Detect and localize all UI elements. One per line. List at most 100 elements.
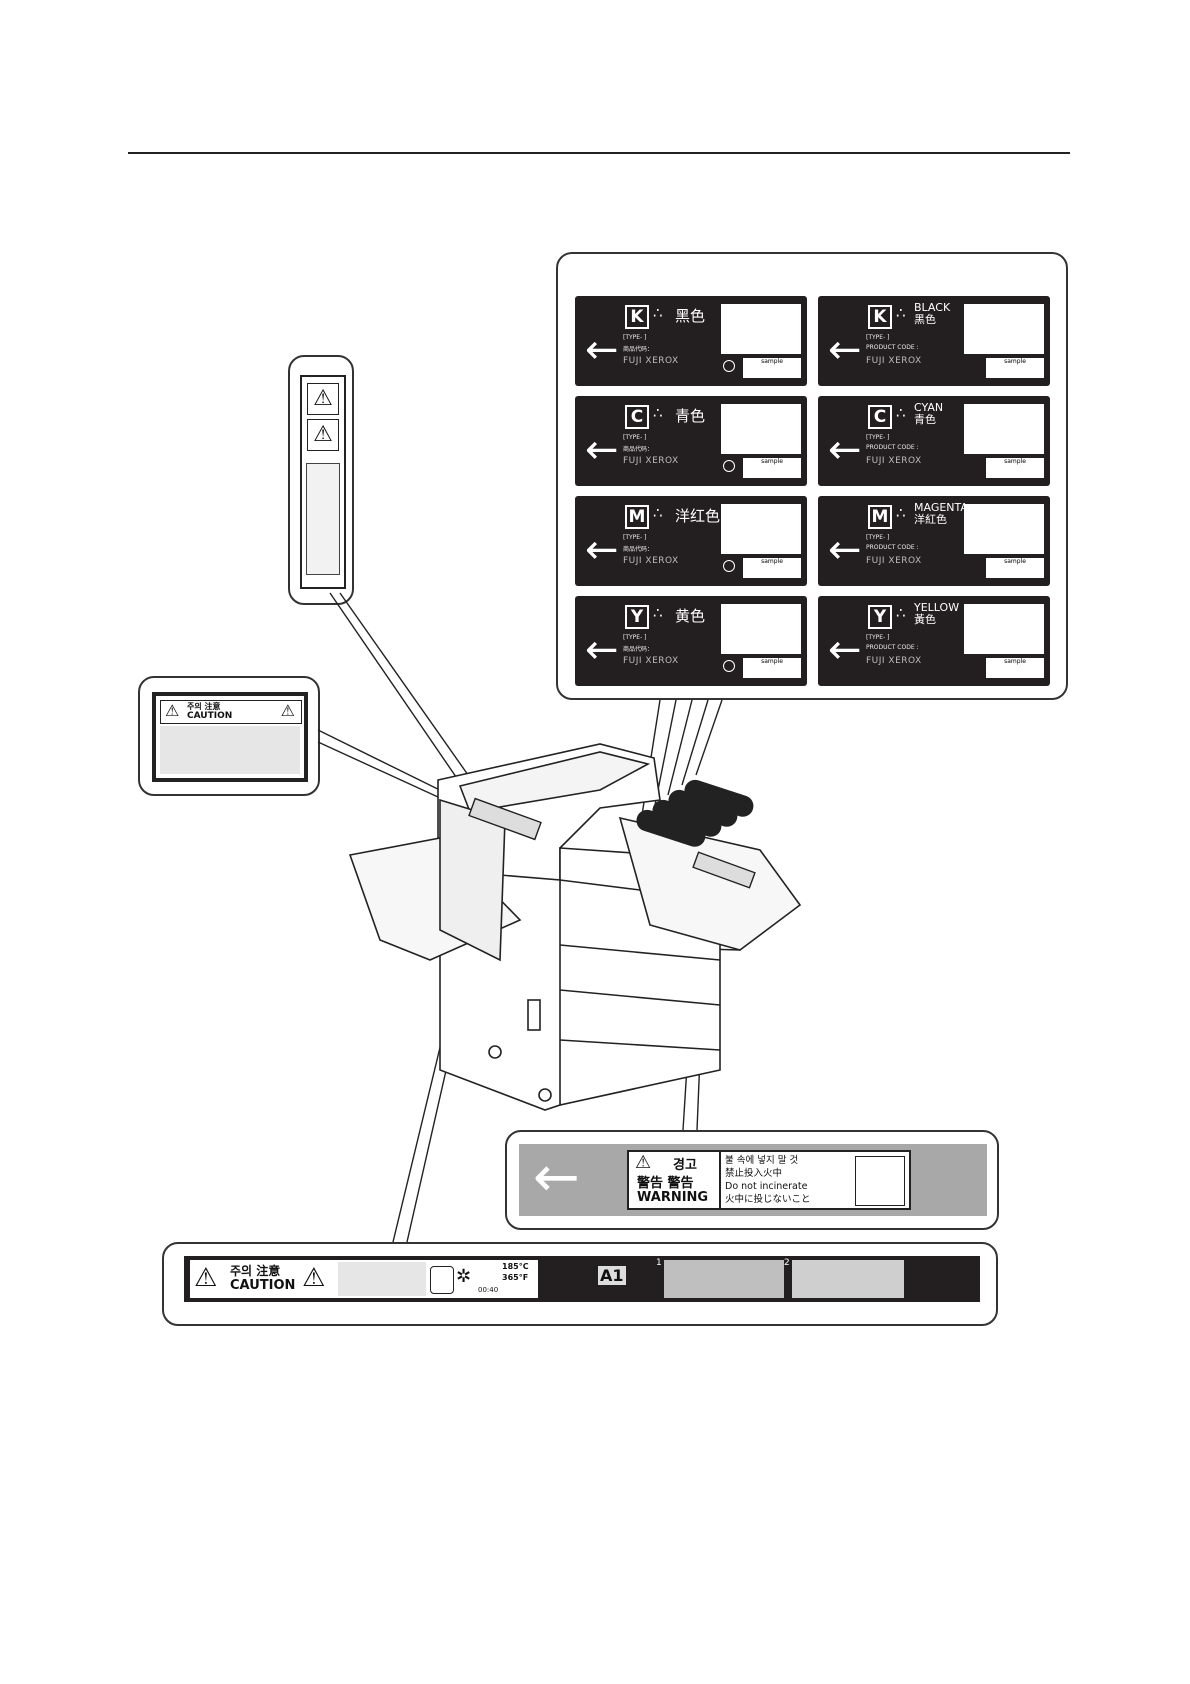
toner-color-name: 黑色: [675, 307, 706, 325]
warning-line-ko: 불 속에 넣지 말 것: [725, 1155, 799, 1166]
caution-header: ⚠ 주의 注意 CAUTION ⚠: [160, 700, 302, 724]
printer-body: [348, 743, 802, 1111]
toner-letter: K: [868, 305, 892, 329]
warning-line-zh: 禁止投入火中: [725, 1168, 783, 1179]
no-touch-icon: [430, 1266, 454, 1294]
toner-label-c-zh: ← C ∴ 青色 [TYPE- ] 商品代码： FUJI XEROX sampl…: [575, 396, 807, 486]
step-2-number: 2: [784, 1258, 790, 1268]
arrow-left-icon: ←: [828, 627, 862, 673]
brand-logo: FUJI XEROX: [623, 656, 679, 666]
toner-type: [TYPE- ]: [866, 434, 890, 441]
toner-color-name: 洋红色: [675, 507, 721, 525]
arrow-left-icon: ←: [585, 527, 619, 573]
brand-logo: FUJI XEROX: [866, 656, 922, 666]
toner-color-local: 洋紅色: [914, 513, 947, 526]
warning-callout: ← ⚠ 경고 警告 警告 WARNING 불 속에 넣지 말 것 禁止投入火中 …: [505, 1130, 999, 1230]
step-2-illustration: [792, 1260, 904, 1298]
step-1-illustration: [664, 1260, 784, 1298]
toner-type: [TYPE- ]: [623, 634, 647, 641]
toner-color-local: 黑色: [914, 313, 936, 326]
toner-type: [TYPE- ]: [866, 634, 890, 641]
fuser-illustration: [160, 726, 300, 774]
toner-type: [TYPE- ]: [623, 534, 647, 541]
toner-code: PRODUCT CODE :: [866, 644, 919, 651]
warning-en: WARNING: [637, 1190, 709, 1205]
recycle-icon: [723, 360, 735, 372]
toner-dots-icon: ∴: [653, 504, 663, 522]
fuser-unit: [468, 797, 756, 889]
arrow-left-icon: ←: [585, 327, 619, 373]
toner-label-k-zh: ← K ∴ 黑色 [TYPE- ] 商品代码： FUJI XEROX sampl…: [575, 296, 807, 386]
toner-color-en: MAGENTA: [914, 501, 968, 514]
barcode-sample: sample: [743, 558, 801, 578]
toner-letter: Y: [868, 605, 892, 629]
warning-line-en: Do not incinerate: [725, 1181, 808, 1192]
warning-fire-icon: [721, 604, 801, 654]
toner-dots-icon: ∴: [896, 304, 906, 322]
hot-surface-icon: ⚠: [280, 701, 295, 720]
fuser-caution-en: CAUTION: [230, 1278, 296, 1293]
caution-en: CAUTION: [187, 711, 233, 721]
warning-triangle-icon: ⚠: [194, 1263, 218, 1293]
fuser-caution-callout: ⚠ 주의 注意 CAUTION ⚠ ✲ 185°C 365°F 00:40 A1…: [162, 1242, 998, 1326]
warning-triangle-icon: ⚠: [635, 1152, 652, 1173]
warning-triangle-icon: ⚠: [165, 701, 180, 720]
warning-ko: 경고: [673, 1158, 697, 1173]
barcode-sample: sample: [743, 658, 801, 678]
toner-dots-icon: ∴: [896, 404, 906, 422]
barcode-sample: sample: [986, 458, 1044, 478]
warning-fire-icon: [721, 404, 801, 454]
temp-f: 365°F: [502, 1273, 529, 1282]
fuser-illustration: [338, 1262, 426, 1296]
label-code: A1: [598, 1266, 626, 1285]
recycle-icon: [723, 560, 735, 572]
timer-icon: ✲: [456, 1266, 472, 1287]
toner-dots-icon: ∴: [653, 304, 663, 322]
brand-logo: FUJI XEROX: [623, 556, 679, 566]
warning-line-ja: 火中に投じないこと: [725, 1194, 811, 1205]
barcode-sample: sample: [743, 458, 801, 478]
warning-text-block: 불 속에 넣지 말 것 禁止投入火中 Do not incinerate 火中に…: [725, 1154, 835, 1206]
arrow-left-icon: ←: [585, 427, 619, 473]
recycle-icon: [723, 460, 735, 472]
barcode-sample: sample: [986, 558, 1044, 578]
warning-fire-icon: [964, 404, 1044, 454]
toner-type: [TYPE- ]: [866, 334, 890, 341]
arrow-left-icon: ←: [533, 1145, 580, 1210]
warning-panel: ⚠ 경고 警告 警告 WARNING 불 속에 넣지 말 것 禁止投入火中 Do…: [627, 1150, 911, 1210]
toner-letter: M: [625, 505, 649, 529]
arrow-left-icon: ←: [828, 327, 862, 373]
toner-cartridges: [636, 779, 754, 847]
toner-letter: C: [868, 405, 892, 429]
arrow-left-icon: ←: [828, 527, 862, 573]
side-caution-callout: ⚠ ⚠: [288, 355, 354, 605]
toner-dots-icon: ∴: [896, 504, 906, 522]
temp-c: 185°C: [502, 1262, 529, 1271]
toner-color-local: 黃色: [914, 613, 936, 626]
step-1-number: 1: [656, 1258, 662, 1268]
no-fire-icon: [855, 1156, 905, 1206]
warning-label: ← ⚠ 경고 警告 警告 WARNING 불 속에 넣지 말 것 禁止投入火中 …: [519, 1144, 987, 1216]
warning-title-block: ⚠ 경고 警告 警告 WARNING: [629, 1152, 721, 1208]
toner-type: [TYPE- ]: [623, 334, 647, 341]
toner-code: PRODUCT CODE :: [866, 444, 919, 451]
fuser-caution-ko: 주의 注意: [230, 1264, 281, 1278]
toner-code: 商品代码：: [623, 346, 654, 353]
toner-color-name: 黄色: [675, 607, 706, 625]
barcode-sample: sample: [986, 658, 1044, 678]
toner-dots-icon: ∴: [653, 404, 663, 422]
cool-time: 00:40: [478, 1286, 499, 1294]
barcode-sample: sample: [743, 358, 801, 378]
toner-type: [TYPE- ]: [866, 534, 890, 541]
toner-type: [TYPE- ]: [623, 434, 647, 441]
toner-code: 商品代码：: [623, 646, 654, 653]
warning-fire-icon: [721, 504, 801, 554]
